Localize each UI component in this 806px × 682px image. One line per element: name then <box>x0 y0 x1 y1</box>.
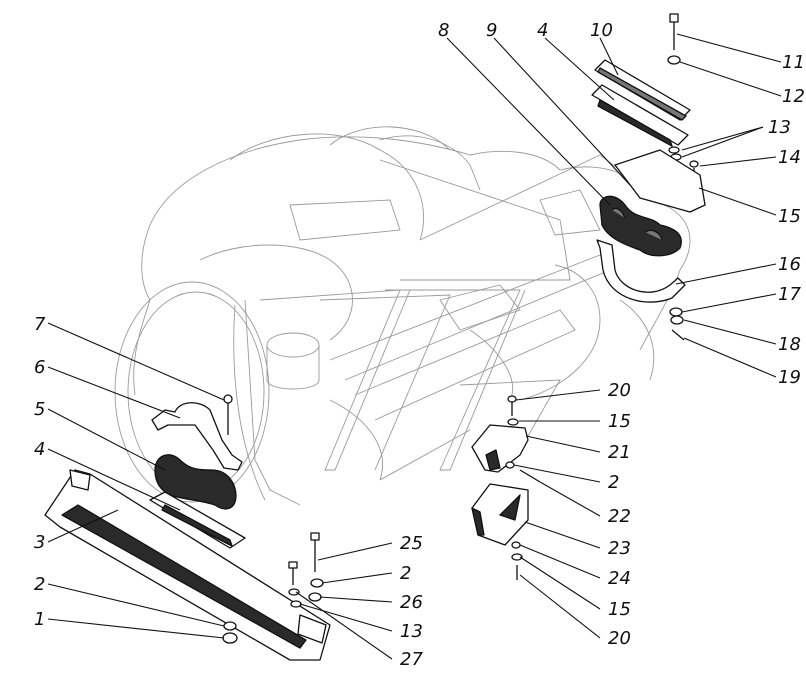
crossmember-fasteners <box>288 532 324 608</box>
callout-17: 17 <box>778 284 801 305</box>
pad-4-lower <box>149 491 246 549</box>
callout-24: 24 <box>608 568 631 589</box>
callout-13: 13 <box>400 621 423 642</box>
callout-1: 1 <box>34 609 45 630</box>
callout-9: 9 <box>486 20 497 41</box>
callout-18: 18 <box>778 334 801 355</box>
callout-21: 21 <box>608 442 631 463</box>
bracket-21 <box>471 424 529 473</box>
bracket-16 <box>596 239 686 303</box>
callout-4: 4 <box>537 20 548 41</box>
callout-3: 3 <box>34 532 45 553</box>
callout-14: 14 <box>778 147 801 168</box>
engine-ghost-outline <box>114 126 691 506</box>
callout-16: 16 <box>778 254 801 275</box>
callout-11: 11 <box>782 52 805 73</box>
callout-12: 12 <box>782 86 805 107</box>
callout-labels: 8 9 4 10 11 12 13 14 15 16 17 18 19 7 6 … <box>34 20 805 670</box>
callout-15: 15 <box>608 411 631 432</box>
bolt-14 <box>689 160 699 168</box>
upper-right-mount-parts <box>591 13 706 341</box>
callout-13: 13 <box>768 117 791 138</box>
callout-15: 15 <box>608 599 631 620</box>
callout-10: 10 <box>590 20 613 41</box>
callout-20: 20 <box>608 380 631 401</box>
cover-9 <box>614 149 706 213</box>
callout-26: 26 <box>400 592 423 613</box>
callout-5: 5 <box>34 399 45 420</box>
callout-6: 6 <box>34 357 45 378</box>
callout-27: 27 <box>400 649 423 670</box>
callout-8: 8 <box>438 20 449 41</box>
bolt-11 <box>669 13 679 23</box>
callout-2: 2 <box>34 574 45 595</box>
front-mount-parts <box>44 394 331 661</box>
callout-23: 23 <box>608 538 631 559</box>
leader-lines <box>47 33 782 660</box>
callout-4: 4 <box>34 439 45 460</box>
callout-25: 25 <box>400 533 423 554</box>
nut-12 <box>667 55 681 65</box>
callout-20: 20 <box>608 628 631 649</box>
callout-19: 19 <box>778 367 801 388</box>
rear-mount-parts <box>471 395 541 580</box>
callout-2: 2 <box>608 472 619 493</box>
callout-2: 2 <box>400 563 411 584</box>
callout-22: 22 <box>608 506 631 527</box>
callout-7: 7 <box>34 314 46 335</box>
bracket-6 <box>151 402 243 471</box>
callout-15: 15 <box>778 206 801 227</box>
